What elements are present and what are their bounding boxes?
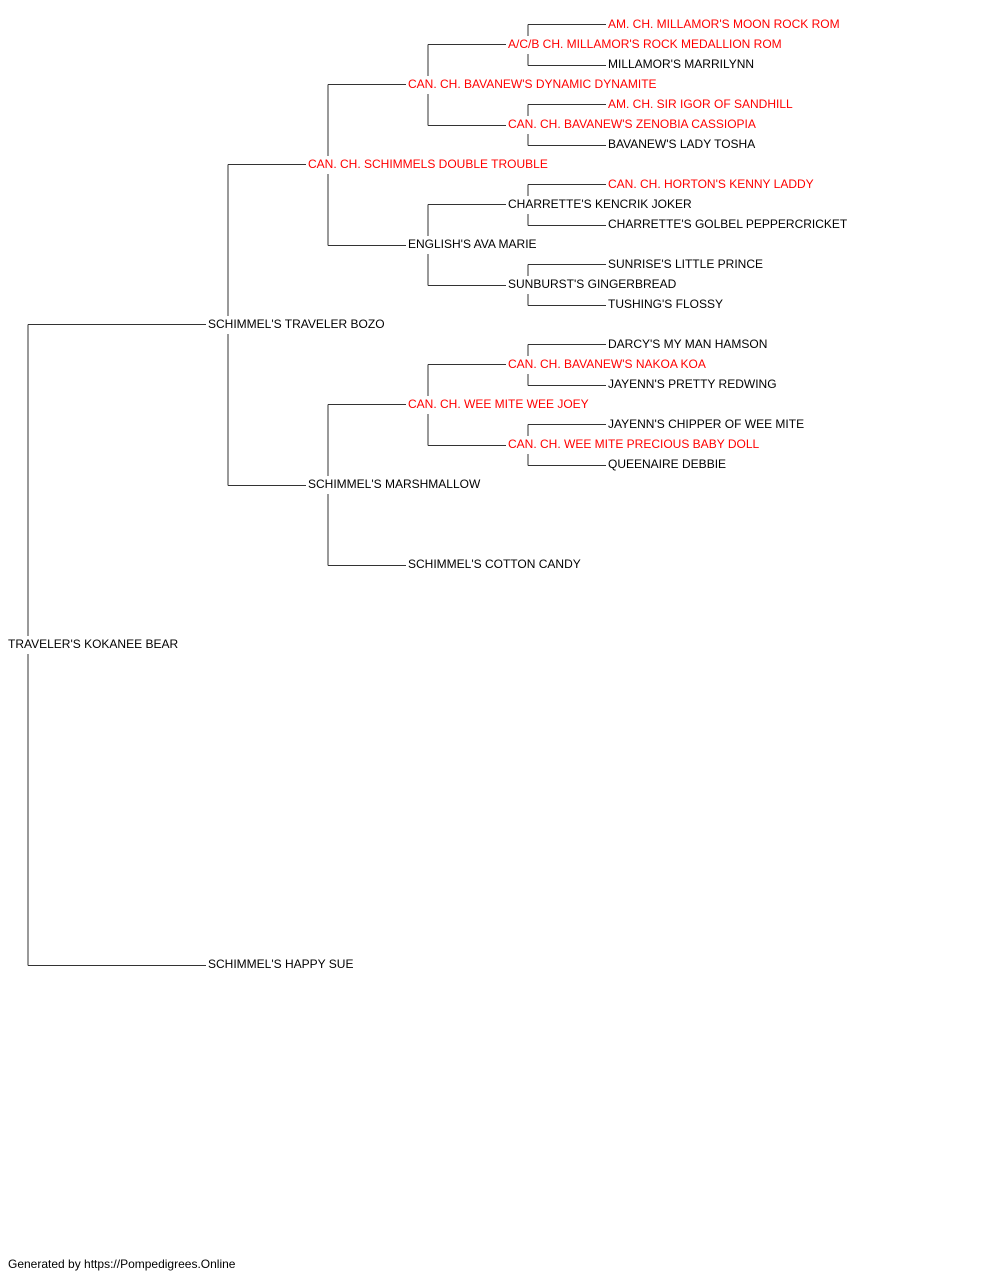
dog-name-subject-sire-sire-sire: CAN. CH. BAVANEW'S DYNAMIC DYNAMITE	[408, 77, 657, 91]
dog-name-subject-sire: SCHIMMEL'S TRAVELER BOZO	[208, 317, 385, 331]
dog-name-subject-sire-dam-sire-dam-dam: QUEENAIRE DEBBIE	[608, 457, 727, 471]
dog-name-subject-sire-sire-dam-dam: SUNBURST'S GINGERBREAD	[508, 277, 677, 291]
dog-name-subject-sire-sire-dam-sire-sire: CAN. CH. HORTON'S KENNY LADDY	[608, 177, 814, 191]
dog-name-subject-sire-sire-dam-dam-dam: TUSHING'S FLOSSY	[608, 297, 723, 311]
footer-credit: Generated by https://Pompedigrees.Online	[8, 1257, 236, 1271]
dog-name-subject-sire-dam-dam: SCHIMMEL'S COTTON CANDY	[408, 557, 581, 571]
dog-name-subject-sire-dam-sire-sire-sire: DARCY'S MY MAN HAMSON	[608, 337, 768, 351]
dog-name-subject-sire-sire-dam-dam-sire: SUNRISE'S LITTLE PRINCE	[608, 257, 763, 271]
dog-name-subject-sire-sire-sire-dam: CAN. CH. BAVANEW'S ZENOBIA CASSIOPIA	[508, 117, 756, 131]
dog-name-subject-sire-dam-sire-sire-dam: JAYENN'S PRETTY REDWING	[608, 377, 777, 391]
dog-name-subject: TRAVELER'S KOKANEE BEAR	[8, 637, 179, 651]
dog-name-subject-sire-sire-dam-sire: CHARRETTE'S KENCRIK JOKER	[508, 197, 692, 211]
dog-name-subject-sire-sire-sire-sire: A/C/B CH. MILLAMOR'S ROCK MEDALLION ROM	[508, 37, 782, 51]
dog-name-subject-sire-sire-sire-dam-dam: BAVANEW'S LADY TOSHA	[608, 137, 756, 151]
dog-name-subject-sire-sire-dam: ENGLISH'S AVA MARIE	[408, 237, 537, 251]
dog-name-subject-sire-dam-sire: CAN. CH. WEE MITE WEE JOEY	[408, 397, 589, 411]
dog-name-subject-sire-sire-sire-sire-dam: MILLAMOR'S MARRILYNN	[608, 57, 755, 71]
dog-name-subject-sire-dam: SCHIMMEL'S MARSHMALLOW	[308, 477, 481, 491]
dog-name-subject-sire-dam-sire-dam: CAN. CH. WEE MITE PRECIOUS BABY DOLL	[508, 437, 760, 451]
dog-name-subject-sire-sire-sire-dam-sire: AM. CH. SIR IGOR OF SANDHILL	[608, 97, 793, 111]
dog-name-subject-sire-sire: CAN. CH. SCHIMMELS DOUBLE TROUBLE	[308, 157, 548, 171]
dog-name-subject-dam: SCHIMMEL'S HAPPY SUE	[208, 957, 354, 971]
dog-name-subject-sire-sire-dam-sire-dam: CHARRETTE'S GOLBEL PEPPERCRICKET	[608, 217, 848, 231]
dog-name-subject-sire-dam-sire-sire: CAN. CH. BAVANEW'S NAKOA KOA	[508, 357, 706, 371]
dog-name-subject-sire-sire-sire-sire-sire: AM. CH. MILLAMOR'S MOON ROCK ROM	[608, 17, 840, 31]
dog-name-subject-sire-dam-sire-dam-sire: JAYENN'S CHIPPER OF WEE MITE	[608, 417, 805, 431]
